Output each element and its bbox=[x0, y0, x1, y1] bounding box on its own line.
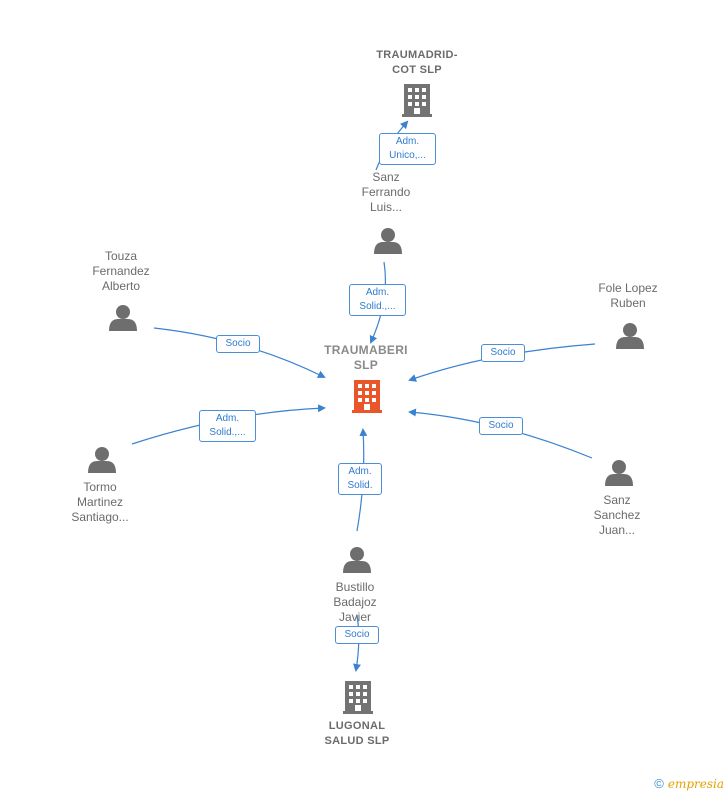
person-icon bbox=[605, 460, 633, 486]
building-icon bbox=[402, 84, 432, 117]
person-icon bbox=[616, 323, 644, 349]
person-label-fole[interactable]: Fole Lopez Ruben bbox=[598, 281, 658, 310]
footer-brand: ©empresia bbox=[654, 776, 724, 791]
person-icon bbox=[109, 305, 137, 331]
company-label-traumadrid[interactable]: TRAUMADRID- COT SLP bbox=[376, 49, 458, 76]
edge-label-socio[interactable]: Socio bbox=[216, 335, 260, 353]
person-label-bustillo[interactable]: Bustillo Badajoz Javier bbox=[333, 580, 377, 624]
edge-label-socio[interactable]: Socio bbox=[479, 417, 523, 435]
edge-label-socio[interactable]: Socio bbox=[335, 626, 379, 644]
person-label-tormo[interactable]: Tormo Martinez Santiago... bbox=[71, 480, 129, 524]
company-label-lugonal[interactable]: LUGONAL SALUD SLP bbox=[324, 720, 390, 747]
person-icon bbox=[88, 447, 116, 473]
copyright-icon: © bbox=[654, 776, 664, 791]
edge-label-adm-solid[interactable]: Adm. Solid. bbox=[338, 463, 382, 495]
person-label-sanz-ferrando[interactable]: Sanz Ferrando Luis... bbox=[361, 170, 411, 214]
person-label-sanz-sanchez[interactable]: Sanz Sanchez Juan... bbox=[593, 493, 641, 537]
person-icon bbox=[343, 547, 371, 573]
person-icon bbox=[374, 228, 402, 254]
edge-label-adm-unico[interactable]: Adm. Unico,... bbox=[379, 133, 436, 165]
edge-label-adm-solid[interactable]: Adm. Solid.,... bbox=[349, 284, 406, 316]
person-label-touza[interactable]: Touza Fernandez Alberto bbox=[92, 249, 150, 293]
building-icon-center bbox=[352, 380, 382, 413]
edge-label-socio[interactable]: Socio bbox=[481, 344, 525, 362]
company-label-traumaberi[interactable]: TRAUMABERI SLP bbox=[324, 343, 408, 372]
brand-name: mpresia bbox=[674, 777, 724, 791]
brand-initial: e bbox=[667, 777, 675, 791]
building-icon bbox=[343, 681, 373, 714]
edge-label-adm-solid[interactable]: Adm. Solid.,... bbox=[199, 410, 256, 442]
